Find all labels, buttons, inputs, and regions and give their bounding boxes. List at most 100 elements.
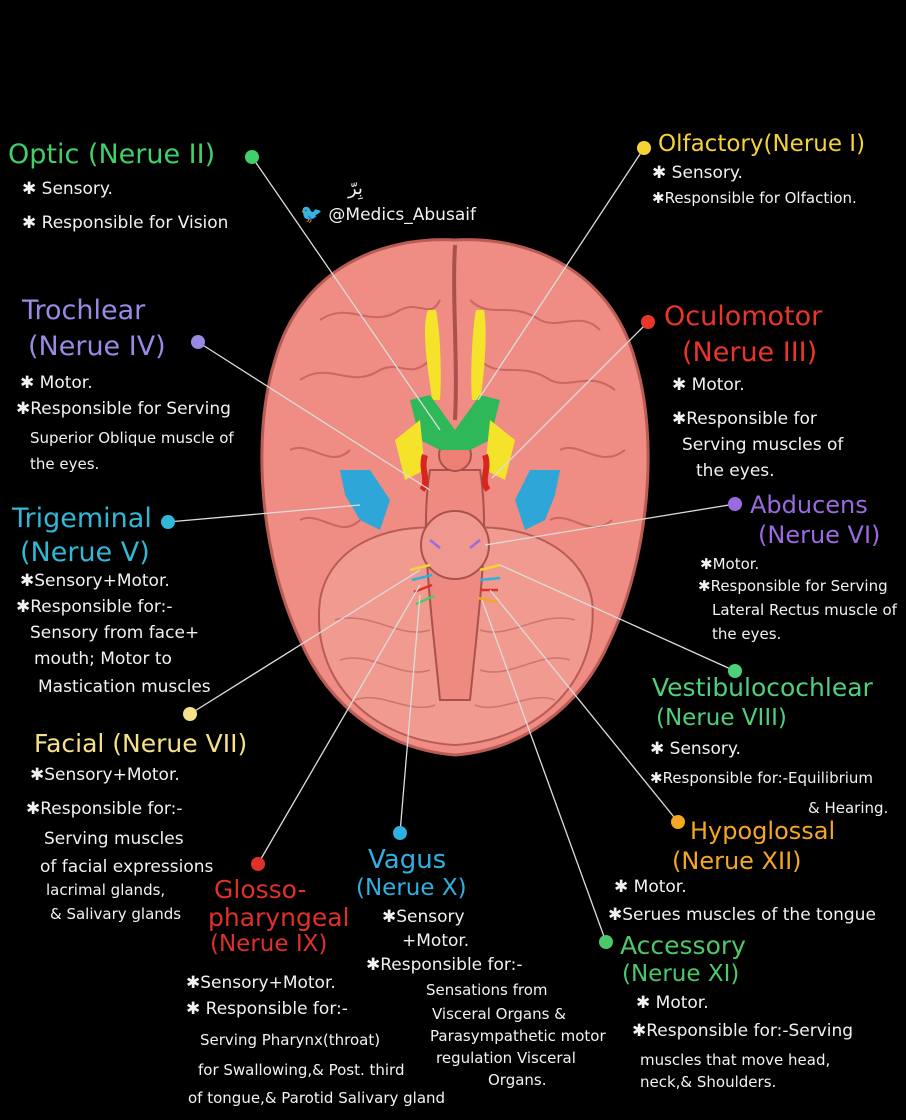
hypoglossal-line-2: ✱Serues muscles of the tongue [608,905,876,925]
accessory-line-3: muscles that move head, [640,1051,831,1069]
optic-title: Optic (Nerue II) [8,139,216,170]
vagus-line-1: ✱Sensory [382,907,465,927]
facial-line-1: ✱Sensory+Motor. [30,765,180,785]
optic-chiasm [410,395,500,450]
accessory-line-2: ✱Responsible for:-Serving [632,1021,854,1041]
trochlear-dot [191,335,205,349]
vestibulocochlear-line-3: & Hearing. [808,799,889,817]
abducens-title-1: Abducens [750,491,868,519]
trigeminal-title-1: Trigeminal [12,503,152,534]
abducens-line-2: ✱Responsible for Serving [698,577,888,595]
facial-line-5: lacrimal glands, [46,881,166,899]
trigeminal-right [515,470,560,530]
vestibulocochlear-title-2: (Nerue VIII) [656,705,787,731]
trochlear-line-4: the eyes. [30,455,100,473]
oculomotor-line-3: Serving muscles of [682,435,844,455]
yellow-region [395,420,515,480]
trigeminal-line-2: ✱Responsible for:- [16,597,173,617]
hypoglossal-dot [671,815,685,829]
facial-dot [183,707,197,721]
trigeminal-left [340,470,390,530]
trochlear-title-2: (Nerue IV) [28,331,166,362]
nerve-roots [409,539,501,606]
longitudinal-fissure [452,244,458,421]
abducens-title-2: (Nerue VI) [758,521,881,549]
trochlear-title-1: Trochlear [22,295,146,326]
vestibulocochlear-line-1: ✱ Sensory. [650,739,741,759]
optic-line-1: ✱ Sensory. [22,179,113,199]
glosso-line-2: ✱ Responsible for:- [186,999,348,1019]
leader-lines [167,147,736,943]
oculomotor-line-1: ✱ Motor. [672,375,745,395]
trigeminal-line-4: mouth; Motor to [34,649,172,669]
gyri-lines [289,299,626,528]
credit-handle-text: @Medics_Abusaif [328,204,476,225]
facial-line-6: & Salivary glands [50,905,182,923]
glosso-line-1: ✱Sensory+Motor. [186,973,336,993]
olfactory-bulb-left [424,310,441,400]
cerebellum-folia [334,617,576,709]
vagus-dot [393,826,407,840]
accessory-line-4: neck,& Shoulders. [640,1073,777,1091]
abducens-line-3: Lateral Rectus muscle of [712,601,897,619]
vagus-line-3: ✱Responsible for:- [366,955,523,975]
glosso-title-2: pharyngeal [208,903,350,932]
oculomotor-dot [641,315,655,329]
optic-line-2: ✱ Responsible for Vision [22,213,229,233]
accessory-title-1: Accessory [620,931,746,960]
facial-line-2: ✱Responsible for:- [26,799,183,819]
oculomotor-title-1: Oculomotor [664,301,823,332]
trochlear-line-3: Superior Oblique muscle of [30,429,234,447]
facial-line-4: of facial expressions [40,857,214,877]
trochlear-line-2: ✱Responsible for Serving [16,399,231,419]
credit-handle: 🐦 @Medics_Abusaif [300,204,476,225]
oculomotor-fibers [419,454,491,492]
vagus-line-6: Parasympathetic motor [430,1027,606,1045]
vestibulocochlear-dot [728,664,742,678]
glosso-title-3: (Nerue IX) [210,931,328,957]
oculomotor-line-2: ✱Responsible for [672,409,817,429]
olfactory-line-2: ✱Responsible for Olfaction. [652,189,857,207]
hypoglossal-title-1: Hypoglossal [690,817,836,845]
vestibulocochlear-title-1: Vestibulocochlear [652,673,873,702]
hypoglossal-title-2: (Nerue XII) [672,847,802,875]
glosso-line-4: for Swallowing,& Post. third [198,1061,405,1079]
olfactory-title: Olfactory(Nerue I) [658,131,866,157]
glosso-line-5: of tongue,& Parotid Salivary gland [188,1089,446,1107]
vagus-line-4: Sensations from [426,981,548,999]
glosso-title-1: Glosso- [214,875,307,904]
trigeminal-line-1: ✱Sensory+Motor. [20,571,170,591]
vagus-line-5: Visceral Organs & [432,1005,566,1023]
trigeminal-dot [161,515,175,529]
olfactory-dot [637,141,651,155]
hypoglossal-line-1: ✱ Motor. [614,877,687,897]
accessory-title-2: (Nerue XI) [622,961,740,987]
abducens-dot [728,497,742,511]
abducens-line-1: ✱Motor. [700,555,760,573]
vagus-line-2: +Motor. [402,931,470,951]
accessory-line-1: ✱ Motor. [636,993,709,1013]
facial-title: Facial (Nerue VII) [34,729,248,758]
abducens-line-4: the eyes. [712,625,782,643]
olfactory-line-1: ✱ Sensory. [652,163,743,183]
olfactory-bulb-right [471,310,486,400]
facial-line-3: Serving muscles [44,829,184,849]
vagus-line-8: Organs. [488,1071,547,1089]
vestibulocochlear-line-2: ✱Responsible for:-Equilibrium [650,769,874,787]
accessory-dot [599,935,613,949]
vagus-line-7: regulation Visceral [436,1049,576,1067]
pons [420,510,490,580]
twitter-bird-icon: 🐦 [300,204,323,225]
trigeminal-line-3: Sensory from face+ [30,623,200,643]
vagus-title-2: (Nerue X) [356,875,467,901]
glosso-dot [251,857,265,871]
arabic-signature: بِرّ [348,178,363,199]
oculomotor-title-2: (Nerue III) [682,337,818,368]
vagus-title-1: Vagus [368,845,447,875]
trigeminal-title-2: (Nerue V) [20,537,150,568]
glosso-line-3: Serving Pharynx(throat) [200,1031,381,1049]
oculomotor-line-4: the eyes. [696,461,775,481]
trochlear-line-1: ✱ Motor. [20,373,93,393]
